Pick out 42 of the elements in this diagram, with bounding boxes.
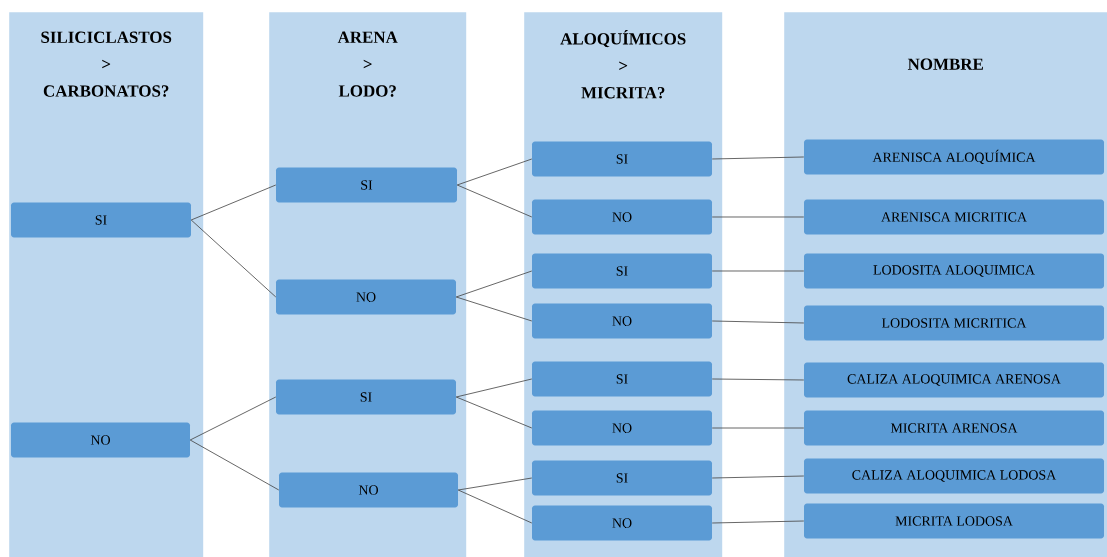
- answer-box: NO: [532, 505, 712, 541]
- connector-line: [455, 396, 533, 429]
- connector-line: [190, 219, 277, 298]
- connector-line: [457, 477, 533, 491]
- connector-line: [455, 270, 533, 298]
- connector-line: [189, 396, 277, 441]
- answer-box: SI: [276, 379, 456, 415]
- result-box: ARENISCA MICRITICA: [804, 199, 1104, 235]
- answer-box: NO: [11, 422, 190, 458]
- result-box: LODOSITA ALOQUIMICA: [804, 253, 1104, 289]
- connector-line: [189, 439, 280, 491]
- connector-line: [457, 489, 533, 524]
- result-box: CALIZA ALOQUIMICA LODOSA: [804, 458, 1104, 494]
- connector-line: [711, 320, 805, 324]
- answer-box: SI: [532, 253, 712, 289]
- connector-line: [711, 378, 805, 381]
- answer-box: NO: [279, 472, 458, 508]
- connector-line: [456, 184, 533, 218]
- answer-box: SI: [532, 460, 712, 496]
- connector-line: [455, 296, 533, 322]
- answer-box: NO: [532, 303, 712, 339]
- connector-line: [456, 158, 533, 186]
- connector-line: [711, 156, 805, 160]
- connector-line: [711, 427, 805, 429]
- result-box: LODOSITA MICRITICA: [804, 305, 1104, 341]
- answer-box: SI: [276, 167, 457, 203]
- answer-box: SI: [532, 141, 712, 177]
- result-box: MICRITA LODOSA: [804, 503, 1104, 539]
- connector-line: [711, 216, 805, 218]
- connector-line: [711, 520, 805, 524]
- result-box: CALIZA ALOQUIMICA ARENOSA: [804, 362, 1104, 398]
- answer-box: NO: [276, 279, 456, 315]
- connector-line: [711, 475, 805, 479]
- answer-box: SI: [11, 202, 191, 238]
- result-box: ARENISCA ALOQUÍMICA: [804, 139, 1104, 175]
- connector-line: [190, 184, 277, 221]
- answer-box: NO: [532, 199, 712, 235]
- connector-line: [711, 270, 805, 272]
- connector-line: [455, 378, 533, 398]
- result-box: MICRITA ARENOSA: [804, 410, 1104, 446]
- answer-box: NO: [532, 410, 712, 446]
- answer-box: SI: [532, 361, 712, 397]
